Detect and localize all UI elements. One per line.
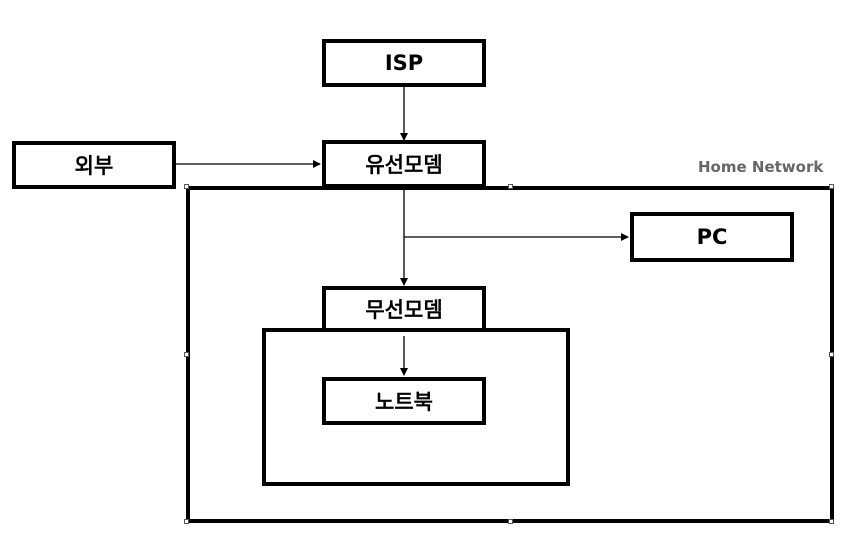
laptop-node[interactable]: 노트북 [322,377,486,425]
wired-modem-label: 유선모뎀 [365,153,443,177]
wireless-modem-node[interactable]: 무선모뎀 [322,286,486,332]
wired-modem-node[interactable]: 유선모뎀 [322,140,486,188]
home-network-label: Home Network [698,158,824,176]
resize-handle-middle-left[interactable] [184,352,189,357]
resize-handle-top-middle[interactable] [508,184,513,189]
pc-label: PC [696,225,728,249]
resize-handle-top-right[interactable] [829,184,834,189]
resize-handle-bottom-right[interactable] [829,519,834,524]
resize-handle-bottom-middle[interactable] [508,519,513,524]
isp-node[interactable]: ISP [322,39,486,87]
resize-handle-bottom-left[interactable] [184,519,189,524]
pc-node[interactable]: PC [630,212,794,262]
laptop-label: 노트북 [375,390,433,414]
external-node[interactable]: 외부 [12,141,176,189]
wireless-modem-label: 무선모뎀 [365,298,443,322]
external-label: 외부 [74,154,114,178]
resize-handle-middle-right[interactable] [829,352,834,357]
isp-label: ISP [384,51,424,75]
resize-handle-top-left[interactable] [184,184,189,189]
